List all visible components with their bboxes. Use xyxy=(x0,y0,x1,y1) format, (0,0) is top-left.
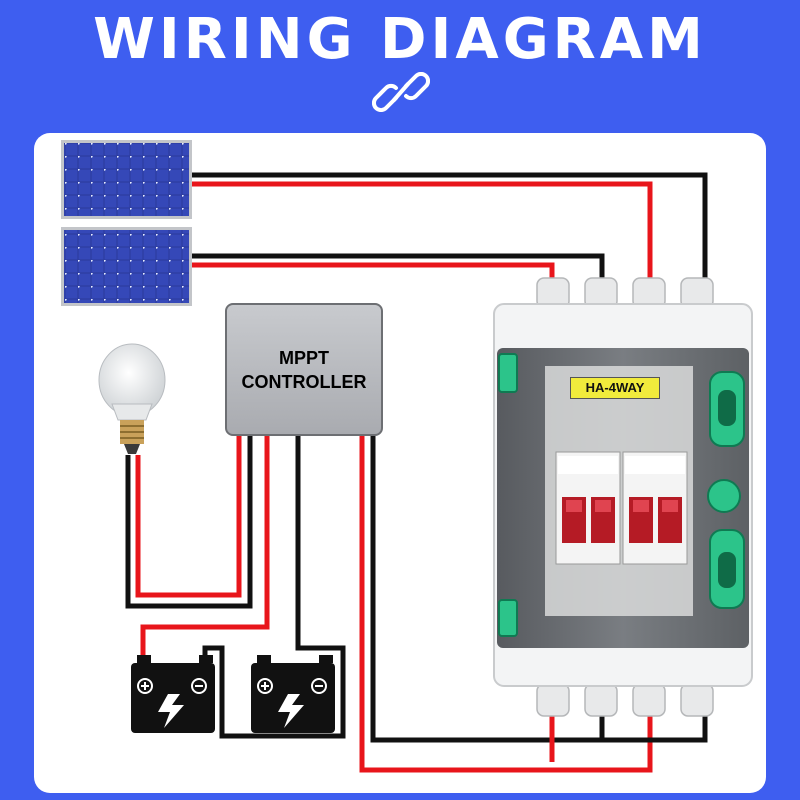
bulb-wires xyxy=(125,436,253,609)
combiner-box-label: HA-4WAY xyxy=(570,377,660,399)
combiner-box xyxy=(493,277,753,717)
solar-panel-top xyxy=(61,140,192,219)
light-bulb xyxy=(98,343,166,454)
battery-right xyxy=(251,655,335,733)
battery-left xyxy=(131,655,215,733)
solar-panel-bottom xyxy=(61,227,192,306)
battery-wires xyxy=(140,436,346,739)
controller-label-line2: CONTROLLER xyxy=(241,371,367,392)
panel-wires xyxy=(192,172,708,280)
controller-label-line1: MPPT xyxy=(278,347,329,368)
mppt-controller: MPPT CONTROLLER xyxy=(225,303,383,436)
page-title: WIRING DIAGRAM xyxy=(93,7,707,72)
link-icon xyxy=(372,72,430,112)
